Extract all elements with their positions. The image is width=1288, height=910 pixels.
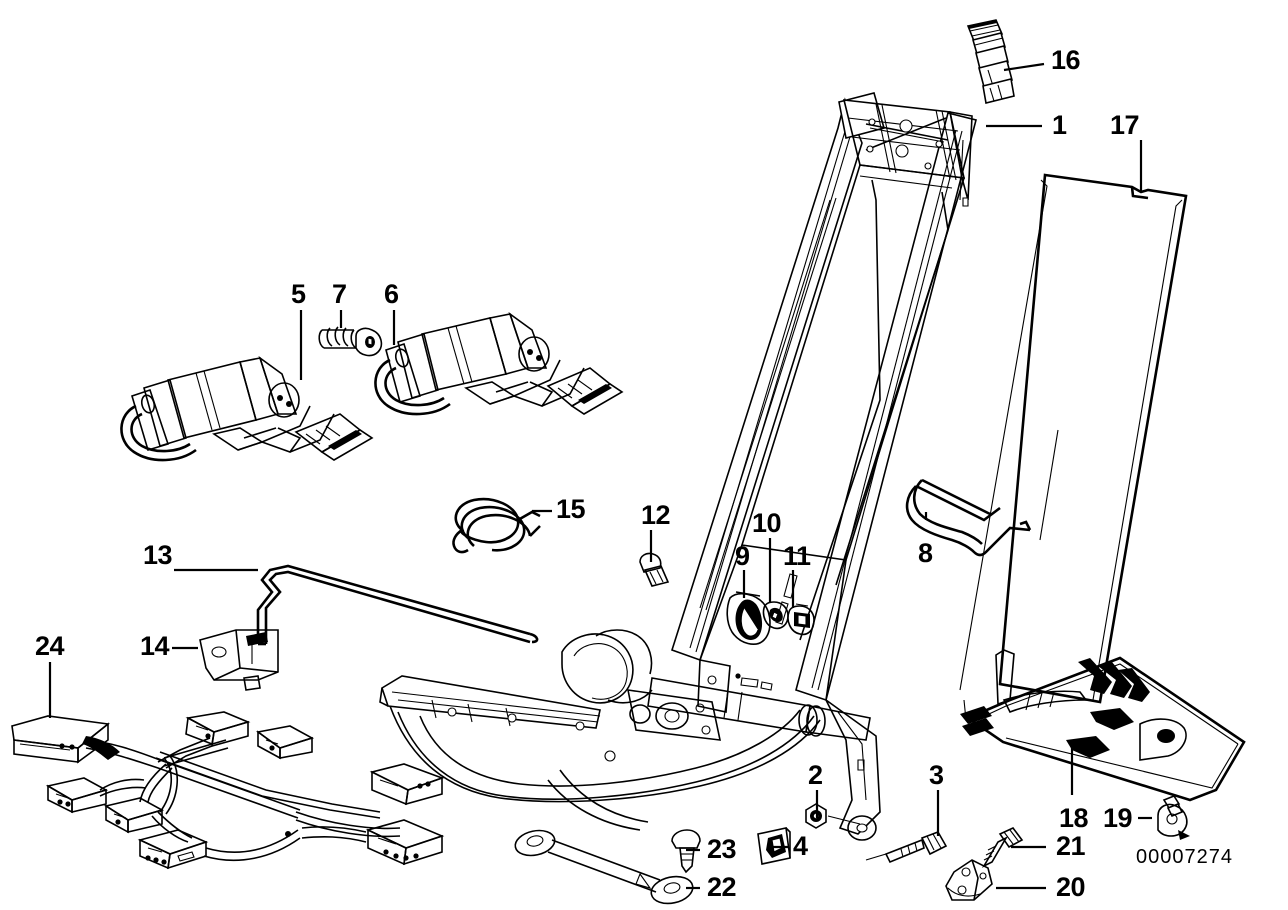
part-14-bracket <box>199 629 279 691</box>
callout-label-20: 20 <box>1056 872 1086 902</box>
part-8-wire-clip <box>905 478 1032 557</box>
part-15-coil-spring <box>452 497 541 554</box>
callout-label-24: 24 <box>35 631 65 661</box>
part-2-nut <box>805 803 861 829</box>
part-5-seat-motor <box>120 355 374 462</box>
part-23-screw <box>671 829 701 874</box>
part-7-spring-screw <box>318 326 383 357</box>
part-1-backrest-frame <box>671 92 977 702</box>
part-6-seat-motor <box>374 311 624 416</box>
callout-label-16: 16 <box>1051 45 1081 75</box>
callout-label-1: 1 <box>1052 110 1067 140</box>
part-21-bolt <box>981 827 1024 868</box>
callout-label-22: 22 <box>707 872 737 902</box>
callout-label-10: 10 <box>752 508 782 538</box>
callout-leader-lines <box>48 62 1152 890</box>
callout-label-8: 8 <box>918 538 933 568</box>
callout-label-3: 3 <box>929 760 944 790</box>
part-16-connector <box>966 19 1015 104</box>
seat-base-frame <box>379 629 881 841</box>
part-12-screw <box>639 552 670 587</box>
leader-line-16 <box>1003 62 1045 72</box>
callout-label-17: 17 <box>1110 110 1140 140</box>
callout-label-19: 19 <box>1103 803 1133 833</box>
part-17-back-panel <box>959 173 1188 704</box>
callout-label-6: 6 <box>384 279 399 309</box>
callout-label-23: 23 <box>707 834 737 864</box>
part-18-cushion-trim <box>960 649 1246 802</box>
part-13-bent-rod <box>256 564 539 646</box>
callout-label-12: 12 <box>641 500 671 530</box>
callout-label-21: 21 <box>1056 831 1086 861</box>
callout-label-4: 4 <box>793 831 808 861</box>
part-20-bracket <box>945 859 993 901</box>
part-11-grommet <box>787 603 815 636</box>
callout-label-9: 9 <box>735 541 750 571</box>
part-24-wiring-harness <box>11 711 445 870</box>
callout-label-5: 5 <box>291 279 306 309</box>
part-9-bushing <box>726 591 771 645</box>
diagram-number: 00007274 <box>1136 846 1233 868</box>
callout-label-13: 13 <box>143 540 173 570</box>
part-19-stud-fastener <box>1157 795 1190 840</box>
part-22-ground-strap <box>514 829 694 905</box>
callout-label-15: 15 <box>556 494 586 524</box>
callout-label-2: 2 <box>808 760 823 790</box>
callout-label-11: 11 <box>783 541 811 571</box>
callout-label-14: 14 <box>140 631 170 661</box>
part-3-long-bolt <box>865 831 948 864</box>
callout-label-18: 18 <box>1059 803 1089 833</box>
callout-label-7: 7 <box>332 279 347 309</box>
